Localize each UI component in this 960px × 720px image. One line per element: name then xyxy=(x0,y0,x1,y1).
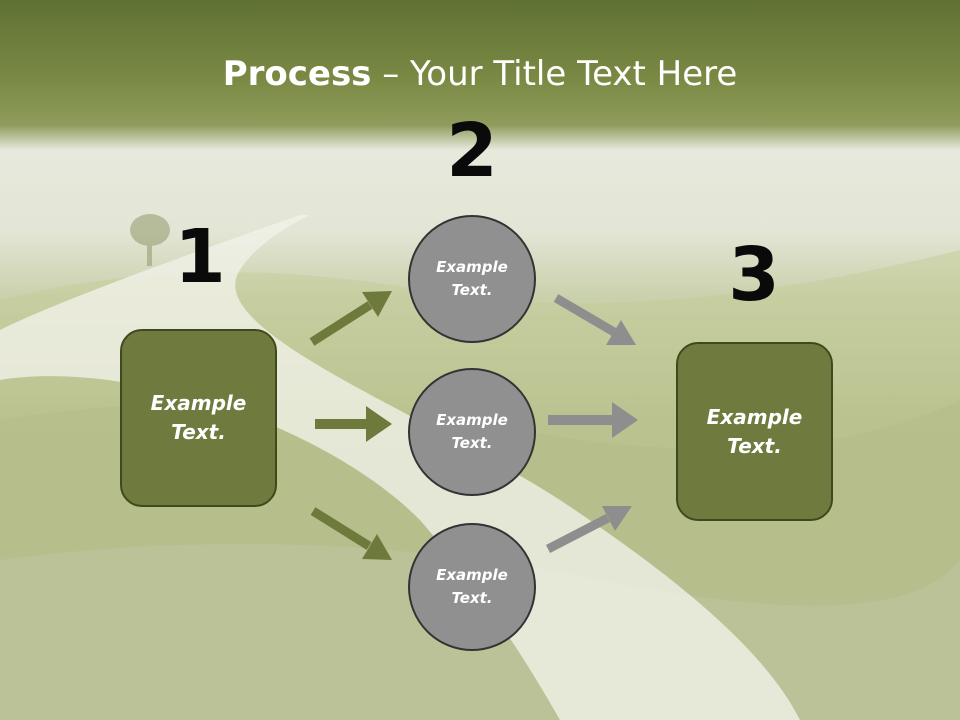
left-box-line2: Text. xyxy=(171,420,226,444)
green-arrow-down xyxy=(310,507,392,560)
left-box-line1: Example xyxy=(150,391,247,415)
circle-middle-line1: Example xyxy=(436,411,508,429)
circle-bottom-line1: Example xyxy=(436,566,508,584)
circle-middle-line2: Text. xyxy=(451,434,493,452)
slide-title: Process – Your Title Text Here xyxy=(0,52,960,96)
left-process-box: Example Text. xyxy=(120,329,277,507)
green-arrow-straight xyxy=(315,406,392,442)
circle-bottom: Example Text. xyxy=(408,523,536,651)
circle-top: Example Text. xyxy=(408,215,536,343)
title-rest: – Your Title Text Here xyxy=(371,54,738,94)
step-number-2: 2 xyxy=(446,108,498,194)
title-bold: Process xyxy=(222,54,372,94)
circle-top-line1: Example xyxy=(436,258,508,276)
green-arrow-up xyxy=(309,291,392,346)
right-box-line2: Text. xyxy=(727,433,782,458)
gray-arrow-up xyxy=(545,506,632,553)
step-number-3: 3 xyxy=(728,232,780,318)
step-number-1: 1 xyxy=(174,214,226,300)
gray-arrow-down xyxy=(553,294,636,345)
right-process-box: Example Text. xyxy=(676,342,833,521)
circle-middle: Example Text. xyxy=(408,368,536,496)
gray-arrow-straight xyxy=(548,402,638,438)
circle-top-line2: Text. xyxy=(451,281,493,299)
right-box-line1: Example xyxy=(706,404,803,429)
circle-bottom-line2: Text. xyxy=(451,589,493,607)
